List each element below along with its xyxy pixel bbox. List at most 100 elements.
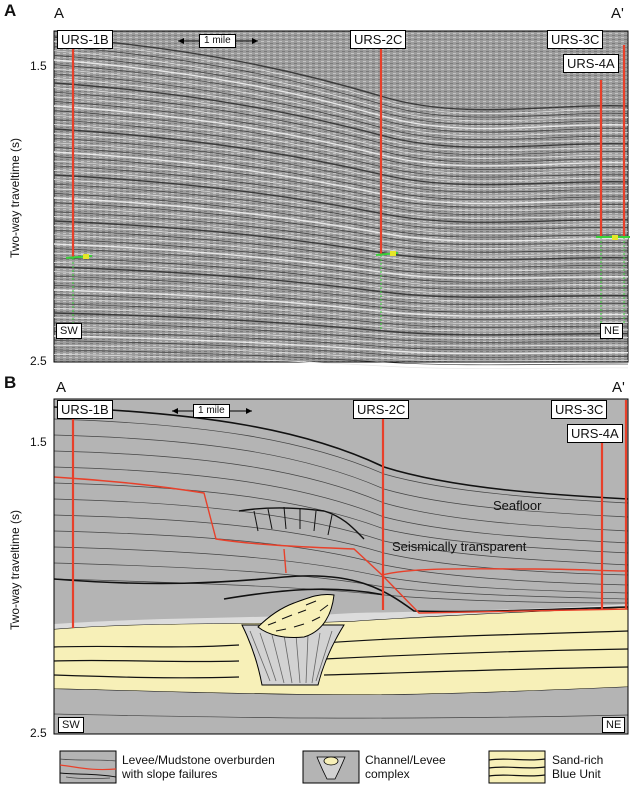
panel-b-label: B <box>4 373 17 392</box>
reflector-line <box>53 243 629 280</box>
well-label-urs-1b-b: URS-1B <box>57 400 113 419</box>
reflector-line <box>53 354 629 369</box>
well-label-urs-3c-a: URS-3C <box>547 30 604 49</box>
reflector-line <box>53 202 629 246</box>
section-b-end: A' <box>612 379 625 396</box>
legend-levee-line2: with slope failures <box>122 767 218 781</box>
legend-sand-line2: Blue Unit <box>552 767 601 781</box>
panel-a-label: A <box>4 1 17 20</box>
reflector-line <box>53 262 629 294</box>
panel-a-ne-label: NE <box>600 323 624 339</box>
panel-a-wells <box>65 45 630 330</box>
seafloor-label: Seafloor <box>493 498 542 513</box>
panel-a-sw-label: SW <box>56 323 82 339</box>
reflector-line <box>53 179 629 227</box>
panel-a-tick-1-5: 1.5 <box>30 59 47 73</box>
reflector-line <box>53 68 629 137</box>
panel-a-scale-bar: 1 mile <box>199 34 236 48</box>
reflector-line <box>53 82 629 148</box>
reflector-line <box>53 349 629 366</box>
well-label-urs-4a-a: URS-4A <box>563 54 619 73</box>
reflector-line <box>53 193 629 238</box>
reflector-line <box>53 321 629 343</box>
reflector-line <box>53 45 629 118</box>
reflector-line <box>53 344 629 362</box>
well-label-urs-2c-b: URS-2C <box>353 400 410 419</box>
reflector-line <box>53 252 629 287</box>
legend-sand-label: Sand-rich Blue Unit <box>552 753 603 781</box>
reflector-line <box>53 220 629 261</box>
reflector-line <box>53 211 629 253</box>
reflector-line <box>53 248 629 283</box>
reflector-line <box>53 183 629 231</box>
legend-levee-line1: Levee/Mudstone overburden <box>122 753 275 767</box>
legend-levee-swatch <box>59 750 117 784</box>
reflector-line <box>53 197 629 242</box>
panel-b-tick-1-5: 1.5 <box>30 435 47 449</box>
reflector-line <box>53 91 629 156</box>
reflector-line <box>53 78 629 144</box>
reflector-line <box>53 105 629 167</box>
reflector-line <box>53 124 629 182</box>
section-a-start: A <box>54 5 65 22</box>
panel-b-sw-label: SW <box>58 717 84 733</box>
reflector-line <box>53 298 629 324</box>
reflector-line <box>53 326 629 347</box>
reflector-line <box>53 285 629 313</box>
reflector-line <box>53 266 629 298</box>
reflector-line <box>53 239 629 276</box>
reflector-line <box>53 151 629 205</box>
reflector-line <box>53 41 629 114</box>
reflector-line <box>53 73 629 141</box>
reflector-line <box>53 289 629 317</box>
reflector-line <box>53 257 629 291</box>
reflector-line <box>53 142 629 197</box>
section-a-end: A' <box>611 5 624 22</box>
reflector-line <box>53 133 629 189</box>
panel-b-scale-bar: 1 mile <box>193 404 230 418</box>
reflector-line <box>53 96 629 159</box>
panel-a-tick-2-5: 2.5 <box>30 354 47 368</box>
well-label-urs-1b-a: URS-1B <box>57 30 113 49</box>
legend-channel-line1: Channel/Levee <box>365 753 446 767</box>
reflector-line <box>53 206 629 249</box>
reflector-line <box>53 114 629 174</box>
well-label-urs-2c-a: URS-2C <box>350 30 407 49</box>
section-b-start: A <box>56 379 67 396</box>
reflector-line <box>53 234 629 272</box>
legend-sand-swatch <box>488 750 546 784</box>
reflector-line <box>53 50 629 122</box>
reflector-line <box>53 188 629 234</box>
reflector-line <box>53 229 629 268</box>
reflector-line <box>53 156 629 208</box>
reflector-line <box>53 294 629 321</box>
reflector-line <box>53 64 629 133</box>
legend-levee-label: Levee/Mudstone overburden with slope fai… <box>122 753 275 781</box>
reflector-line <box>53 36 629 111</box>
panel-b-wells <box>71 400 628 628</box>
reflector-line <box>53 87 629 152</box>
legend-sand-line1: Sand-rich <box>552 753 604 767</box>
legend-channel-label: Channel/Levee complex <box>365 753 446 781</box>
reflector-line <box>53 137 629 193</box>
reflector-line <box>53 59 629 130</box>
reflector-line <box>53 119 629 178</box>
reflector-line <box>53 312 629 336</box>
reflector-line <box>53 147 629 201</box>
reflector-line <box>53 110 629 171</box>
reflector-line <box>53 128 629 186</box>
seismic-image <box>53 30 629 369</box>
reflector-line <box>53 101 629 163</box>
reflector-line <box>53 303 629 328</box>
reflector-line <box>53 280 629 309</box>
reflector-line <box>53 271 629 302</box>
well-label-urs-4a-b: URS-4A <box>567 424 623 443</box>
reflector-line <box>53 160 629 212</box>
reflector-line <box>53 308 629 332</box>
legend-channel-swatch <box>302 750 360 784</box>
legend-channel-line2: complex <box>365 767 410 781</box>
reflector-line <box>53 55 629 126</box>
reflector-line <box>53 331 629 351</box>
reflector-line <box>53 335 629 355</box>
reflector-line <box>53 225 629 264</box>
